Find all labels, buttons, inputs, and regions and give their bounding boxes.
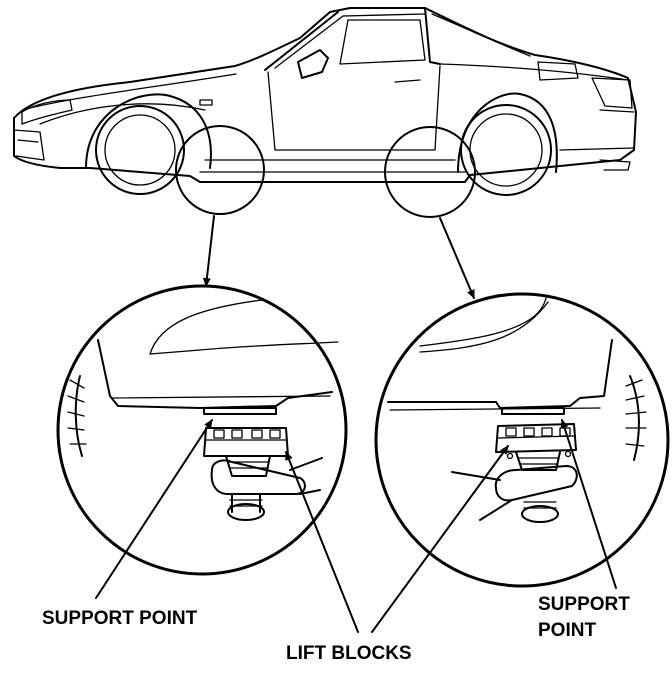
support-point-left-leader — [95, 419, 213, 599]
rear-detail-leader-arrow — [439, 217, 475, 299]
front-wheel — [85, 93, 212, 195]
support-point-right-leader — [560, 419, 617, 589]
rear-detail-circle — [374, 292, 670, 588]
tail-light — [591, 77, 633, 109]
lift-blocks-label: LIFT BLOCKS — [286, 643, 412, 664]
lift-blocks-leader-right — [371, 445, 509, 633]
front-bumper — [13, 129, 45, 161]
side-marker — [199, 99, 213, 106]
door-outline — [267, 65, 441, 151]
support-point-left-label: SUPPORT POINT — [42, 608, 198, 629]
rear-deck — [439, 63, 629, 81]
car-side-view — [13, 7, 637, 196]
headlight — [21, 99, 73, 125]
rear-wheel — [457, 92, 558, 196]
front-sill-panel — [97, 339, 333, 409]
hood-line — [29, 73, 237, 109]
support-point-right-label-line1: SUPPORT — [538, 594, 630, 615]
rear-lift-point-marker — [384, 126, 476, 218]
door-handle — [394, 79, 421, 83]
hardtop — [424, 7, 441, 65]
fender-line — [39, 103, 206, 125]
rear-lift-block — [451, 423, 578, 523]
windshield-frame — [264, 11, 339, 71]
side-mirror — [297, 49, 329, 79]
front-lift-block — [203, 427, 323, 521]
rear-support-point — [501, 407, 565, 415]
lift-blocks-leader-left — [285, 451, 359, 633]
front-support-point — [203, 407, 277, 415]
front-tire-tread — [67, 375, 87, 457]
support-point-right-label-line2: POINT — [538, 620, 596, 641]
front-detail-circle — [56, 284, 348, 576]
rear-tire-tread — [625, 375, 647, 461]
rear-sill-panel — [387, 339, 613, 409]
front-detail-leader-arrow — [202, 215, 215, 287]
fuel-door — [537, 61, 579, 81]
side-window — [339, 19, 426, 65]
rear-support-detail — [374, 292, 670, 588]
front-support-detail — [56, 284, 348, 576]
car-body-outline — [13, 7, 637, 183]
front-lift-point-marker — [175, 125, 265, 215]
